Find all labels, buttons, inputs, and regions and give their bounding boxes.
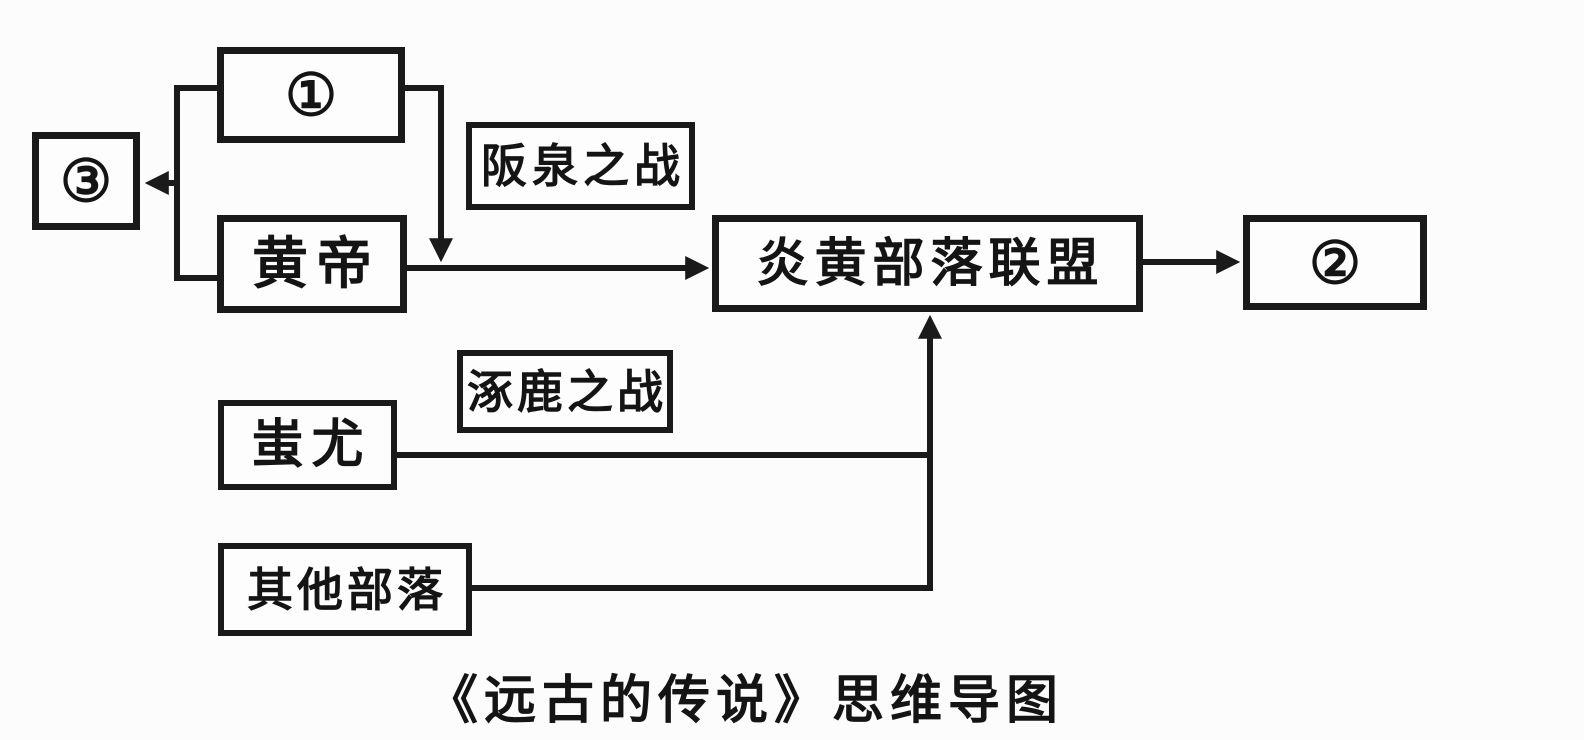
bracket-blank1-huangdi (174, 85, 217, 281)
arrow-other-tribes-up (472, 314, 942, 591)
diagram-caption: 《远古的传说》思维导图 (425, 670, 1064, 731)
node-blank-2: ② (1243, 215, 1427, 310)
node-blank-1: ① (217, 47, 405, 143)
node-yanhuang-alliance: 炎黄部落联盟 (712, 215, 1143, 312)
node-battle-zhuolu: 涿鹿之战 (457, 350, 673, 433)
node-blank-3: ③ (32, 132, 140, 230)
node-huangdi: 黄帝 (217, 215, 407, 313)
node-chiyou: 蚩尤 (218, 400, 397, 490)
arrow-blank1-down (405, 85, 453, 263)
node-battle-banquan: 阪泉之战 (466, 122, 695, 210)
node-other-tribes: 其他部落 (218, 543, 472, 636)
